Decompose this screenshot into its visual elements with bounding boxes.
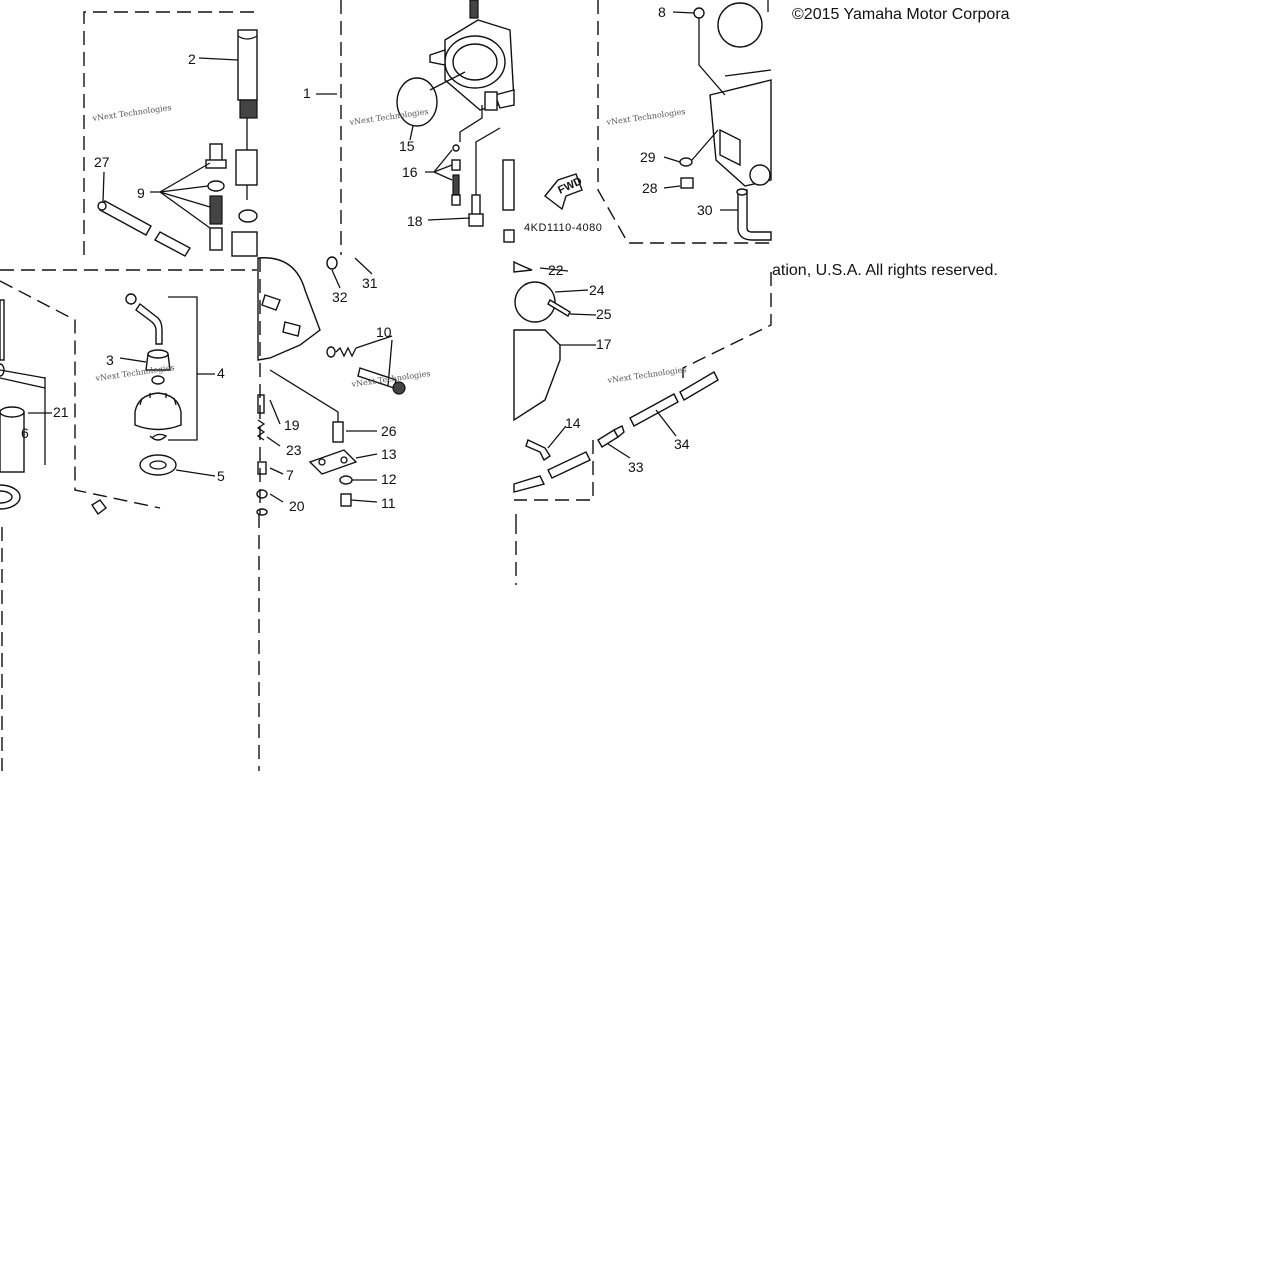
callout-12: 12	[381, 471, 397, 487]
callout-31: 31	[362, 275, 378, 291]
callout-4: 4	[217, 365, 225, 381]
callout-18: 18	[407, 213, 423, 229]
callout-26: 26	[381, 423, 397, 439]
callout-15: 15	[399, 138, 415, 154]
callout-19: 19	[284, 417, 300, 433]
callout-30: 30	[697, 202, 713, 218]
callout-16: 16	[402, 164, 418, 180]
forward-arrow-icon: FWD	[544, 173, 584, 211]
callout-17: 17	[596, 336, 612, 352]
diagram-tile-top-right: 8 29 28 30 vNext Technologies	[597, 0, 772, 244]
callout-1: 1	[303, 85, 311, 101]
callout-32: 32	[332, 289, 348, 305]
svg-text:vNext Technologies: vNext Technologies	[605, 107, 686, 127]
diagram-code: 4KD1110-4080	[524, 222, 602, 234]
svg-text:vNext Technologies: vNext Technologies	[91, 103, 172, 123]
callout-13: 13	[381, 446, 397, 462]
callout-28: 28	[642, 180, 658, 196]
callout-22: 22	[548, 262, 564, 278]
diagram-tile-top-center: FWD 4KD1110-4080 1 15 16 18 vNext Techno…	[303, 0, 602, 255]
callout-10: 10	[376, 324, 392, 340]
callout-5: 5	[217, 468, 225, 484]
callout-7: 7	[286, 467, 294, 483]
callout-9: 9	[137, 185, 145, 201]
callout-14: 14	[565, 415, 581, 431]
callout-25: 25	[596, 306, 612, 322]
callout-11: 11	[381, 495, 396, 511]
callout-20: 20	[289, 498, 305, 514]
copyright-text-right: ation, U.S.A. All rights reserved.	[772, 262, 998, 279]
callout-21: 21	[53, 404, 69, 420]
copyright-text-left: ©2015 Yamaha Motor Corpora	[792, 6, 1010, 23]
watermark: vNext Technologies	[91, 103, 172, 123]
watermark: vNext Technologies	[605, 107, 686, 127]
callout-8: 8	[658, 4, 666, 20]
callout-33: 33	[628, 459, 644, 475]
callout-29: 29	[640, 149, 656, 165]
callout-23: 23	[286, 442, 302, 458]
callout-3: 3	[106, 352, 114, 368]
callout-27: 27	[94, 154, 110, 170]
svg-text:vNext Technologies: vNext Technologies	[606, 365, 687, 385]
diagram-tile-middle-left: 3 4 5 21 6 vNext Technologies	[0, 269, 257, 516]
callout-24: 24	[589, 282, 605, 298]
watermark: vNext Technologies	[606, 365, 687, 385]
callout-6: 6	[21, 425, 29, 441]
diagram-tile-top-left: 2 27 9 vNext Technologies	[83, 11, 258, 257]
diagram-tile-middle-right: 22 24 25 17 14 33 34 vNext Technologies	[513, 260, 772, 520]
callout-2: 2	[188, 51, 196, 67]
diagram-tile-bottom	[1, 514, 517, 771]
callout-34: 34	[674, 436, 690, 452]
diagram-tile-center: 31 32 10 19 23 7 20 26 13 12 11 vNext Te…	[256, 256, 431, 516]
